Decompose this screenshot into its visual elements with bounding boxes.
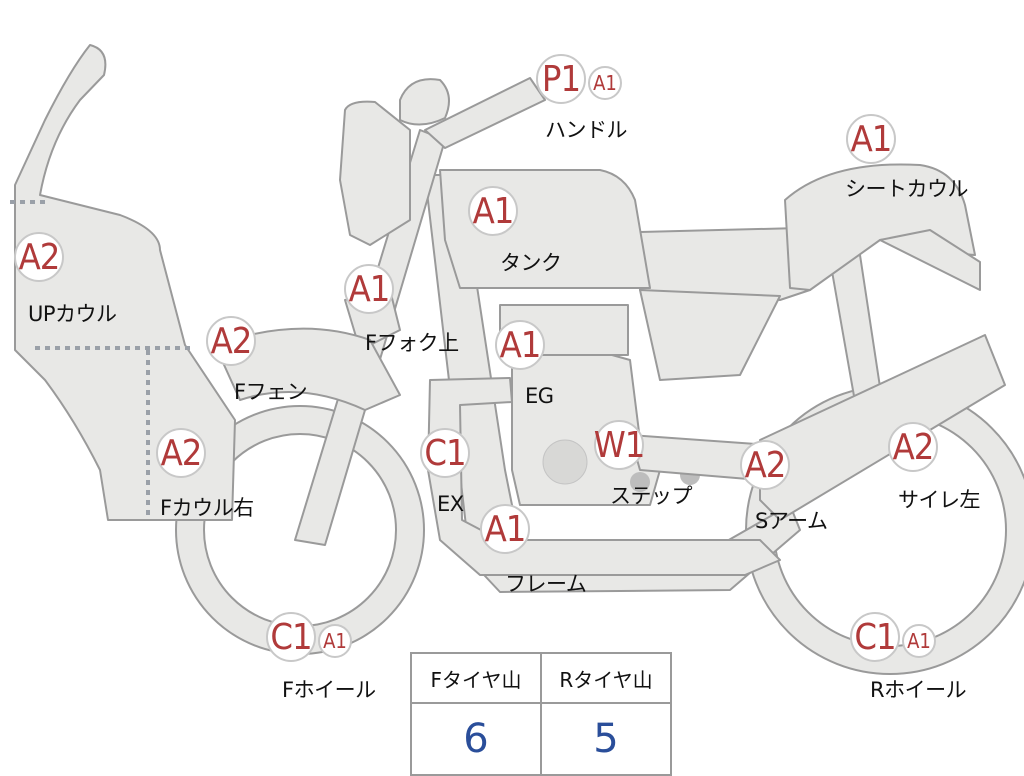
frame-grade: A1 xyxy=(480,504,530,554)
f-fender-grade: A2 xyxy=(206,316,256,366)
engine-cover-shape xyxy=(542,439,588,485)
f-wheel-grade-secondary: A1 xyxy=(318,624,352,658)
tank-grade: A1 xyxy=(468,186,518,236)
f-cowl-right-label: Fカウル右 xyxy=(160,496,254,520)
handle-bar-shape xyxy=(424,77,546,149)
tank-label: タンク xyxy=(500,251,562,275)
swing-arm-label: Sアーム xyxy=(755,509,828,533)
rear-tire-tread-value: 5 xyxy=(540,702,672,776)
headlight-shape xyxy=(339,100,411,246)
front-fender-shape xyxy=(214,327,401,411)
up-cowl-grade: A2 xyxy=(14,232,64,282)
r-wheel-grade-secondary: A1 xyxy=(902,624,936,658)
engine-grade: A1 xyxy=(495,320,545,370)
f-cowl-right-grade: A2 xyxy=(156,428,206,478)
mirror-shape xyxy=(399,78,450,126)
rear-tire-tread-header: Rタイヤ山 xyxy=(540,652,672,704)
frame-label: フレーム xyxy=(505,572,587,596)
step-grade: W1 xyxy=(594,420,645,470)
step-label: ステップ xyxy=(610,484,693,508)
up-cowl-label: UPカウル xyxy=(28,302,117,326)
side-cover-shape xyxy=(639,289,781,381)
handle-grade-secondary: A1 xyxy=(588,66,622,100)
silencer-left-grade: A2 xyxy=(888,422,938,472)
front-tire-tread-header: Fタイヤ山 xyxy=(410,652,542,704)
engine-label: EG xyxy=(525,384,554,408)
seat-cowl-grade: A1 xyxy=(846,114,896,164)
step-peg-shape xyxy=(630,472,650,492)
r-wheel-grade-primary: C1 xyxy=(850,612,900,662)
swing-arm-grade: A2 xyxy=(740,440,790,490)
seat-shape xyxy=(639,227,811,301)
exhaust-label: EX xyxy=(437,492,464,516)
silencer-left-label: サイレ左 xyxy=(898,488,981,512)
handle-grade-primary: P1 xyxy=(536,54,586,104)
tire-tread-table: Fタイヤ山 Rタイヤ山 6 5 xyxy=(410,652,672,776)
f-fender-label: Fフェン xyxy=(234,380,308,404)
f-fork-upper-grade: A1 xyxy=(344,264,394,314)
f-wheel-label: Fホイール xyxy=(282,678,376,702)
front-tire-tread-value: 6 xyxy=(410,702,542,776)
f-wheel-grade-primary: C1 xyxy=(266,612,316,662)
seat-cowl-label: シートカウル xyxy=(845,177,969,201)
handle-label: ハンドル xyxy=(545,118,628,142)
rear-fender-shape xyxy=(879,229,981,291)
upper-cowl-shape xyxy=(14,44,236,521)
f-fork-upper-label: Fフォク上 xyxy=(365,331,459,355)
exhaust-grade: C1 xyxy=(420,428,470,478)
r-wheel-label: Rホイール xyxy=(870,678,967,702)
